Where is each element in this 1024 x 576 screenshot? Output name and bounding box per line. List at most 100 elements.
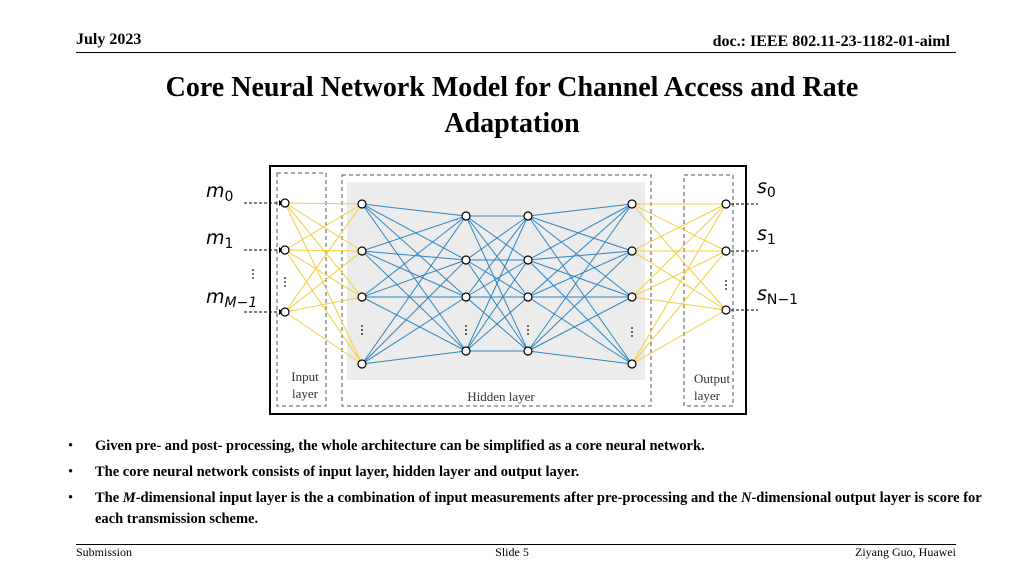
neuron-node	[357, 292, 367, 302]
connection-line	[631, 250, 727, 298]
connection-line	[361, 350, 467, 365]
ellipsis-dot	[252, 269, 254, 271]
bullet-symbol-m: M	[122, 490, 136, 506]
connection-line	[361, 250, 467, 352]
connection-line	[361, 296, 467, 352]
output-label-n-minus-1: sN−1	[757, 283, 798, 308]
input-label-0: m0	[206, 180, 233, 205]
input-label-m-minus-1: mM−1	[206, 286, 257, 311]
ellipsis-dot	[725, 284, 727, 286]
header-divider	[76, 52, 956, 53]
ellipsis-dot	[631, 327, 633, 329]
connection-line	[465, 259, 529, 298]
bullet-text: Given pre- and post- processing, the who…	[95, 438, 705, 454]
connection-line	[361, 215, 467, 365]
ellipsis-dot	[631, 335, 633, 337]
input-layer-label-line2: layer	[292, 386, 319, 401]
connection-line	[527, 250, 633, 352]
ellipses	[252, 269, 727, 337]
ellipsis-dot	[284, 285, 286, 287]
neuron-node	[461, 255, 471, 265]
neuron-node	[280, 198, 290, 208]
footer-submission: Submission	[76, 545, 133, 559]
slide-title: Core Neural Network Model for Channel Ac…	[165, 72, 859, 139]
connection-line	[361, 203, 467, 298]
connection-line	[631, 203, 727, 298]
hidden-layer-label: Hidden layer	[467, 389, 535, 404]
connection-line	[527, 250, 633, 298]
connection-line	[527, 203, 633, 261]
connection-line	[631, 296, 727, 311]
connection-line	[527, 203, 633, 217]
output-label-1: s1	[757, 223, 776, 248]
connection-line	[631, 203, 727, 365]
bullet-item: Given pre- and post- processing, the who…	[62, 436, 982, 457]
ellipsis-dot	[465, 325, 467, 327]
bullet-list: Given pre- and post- processing, the who…	[62, 436, 982, 535]
footer-author: Ziyang Guo, Huawei	[855, 545, 956, 559]
ellipsis-dot	[361, 325, 363, 327]
connection-line	[527, 259, 633, 298]
connection-line	[284, 249, 363, 252]
output-layer-label-line1: Output	[694, 371, 731, 386]
connection-line	[361, 259, 467, 365]
connection-line	[361, 215, 467, 298]
connection-line	[527, 350, 633, 365]
connection-line	[631, 203, 727, 311]
output-label-0: s0	[757, 176, 776, 201]
connections	[284, 202, 727, 365]
connection-line	[465, 296, 529, 352]
connection-line	[465, 215, 529, 261]
neuron-node	[461, 292, 471, 302]
connection-line	[527, 203, 633, 352]
connection-line	[527, 296, 633, 365]
connection-line	[284, 203, 363, 251]
ellipsis-dot	[361, 333, 363, 335]
ellipsis-dot	[631, 331, 633, 333]
connection-line	[284, 311, 363, 365]
bullet-item: The core neural network consists of inpu…	[62, 462, 982, 483]
neuron-node	[523, 211, 533, 221]
bullet-text: -dimensional output layer is score for e…	[95, 490, 982, 527]
hidden-layer-box	[341, 174, 652, 407]
neuron-node	[280, 307, 290, 317]
connection-line	[361, 203, 467, 261]
connection-line	[284, 202, 363, 365]
connection-line	[284, 249, 363, 365]
connection-line	[527, 215, 633, 298]
neuron-node	[721, 199, 731, 209]
neuron-node	[627, 199, 637, 209]
connection-line	[527, 203, 633, 298]
neuron-node	[461, 211, 471, 221]
bullet-text: The	[95, 490, 123, 506]
ellipsis-dot	[527, 333, 529, 335]
ellipsis-dot	[284, 277, 286, 279]
connection-line	[361, 296, 467, 365]
ellipsis-dot	[252, 273, 254, 275]
connection-line	[465, 215, 529, 298]
neuron-node	[523, 255, 533, 265]
connection-line	[284, 202, 363, 205]
connection-line	[631, 203, 727, 252]
connection-line	[465, 259, 529, 352]
bullet-text: The core neural network consists of inpu…	[95, 464, 580, 480]
ellipsis-dot	[725, 288, 727, 290]
connection-line	[284, 296, 363, 313]
connection-line	[361, 203, 467, 352]
connection-line	[284, 203, 363, 313]
connection-line	[527, 250, 633, 261]
connection-line	[284, 249, 363, 298]
footer-slide-number: Slide 5	[495, 545, 529, 559]
connection-line	[361, 215, 467, 252]
neuron-node	[627, 359, 637, 369]
ellipsis-dot	[361, 329, 363, 331]
header-date: July 2023	[76, 31, 142, 48]
neuron-node	[721, 246, 731, 256]
input-label-1: m1	[206, 227, 233, 252]
bullet-symbol-n: N	[740, 490, 752, 506]
input-layer-box	[276, 172, 327, 407]
output-layer-box	[683, 174, 734, 407]
connection-line	[284, 250, 363, 313]
connection-line	[465, 215, 529, 352]
